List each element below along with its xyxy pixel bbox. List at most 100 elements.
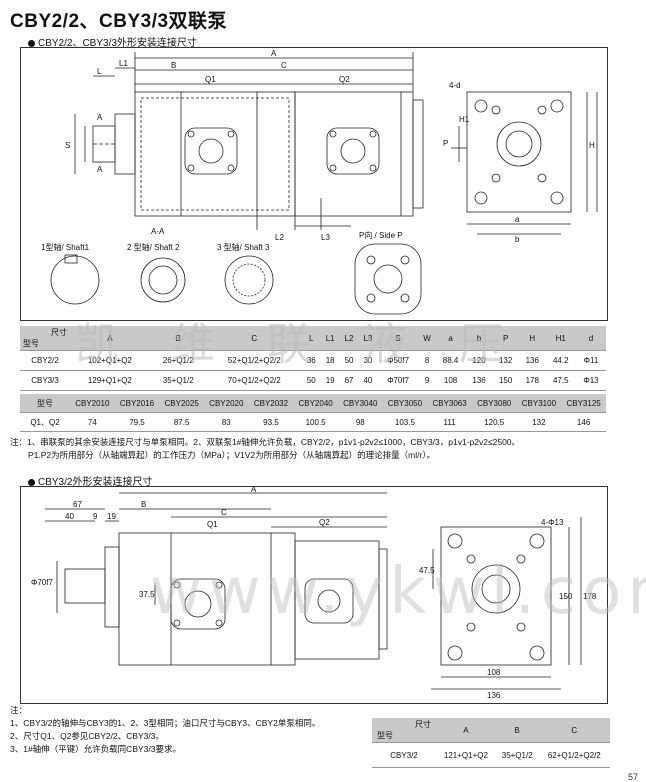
table-cell: 146 — [561, 412, 606, 432]
note-line: 注：1、串联泵的其余安装连接尺寸与单泵相同。2、双联泵1#轴伸允许负载，CBY2… — [10, 437, 521, 447]
table-header: CBY2020 — [203, 394, 249, 413]
dim2-67: 67 — [73, 500, 82, 509]
table-cell: 70+Q1/2+Q2/2 — [206, 370, 302, 391]
table-cell: 87.5 — [159, 412, 204, 432]
table-header: 型号 — [20, 394, 70, 413]
dim2-40: 40 — [65, 512, 74, 521]
displacement-table: 型号 CBY2010 CBY2016 CBY2025 CBY2020 CBY20… — [20, 394, 606, 432]
table-cell: 120.5 — [471, 412, 517, 432]
page-number: 57 — [627, 772, 638, 782]
table-header: L — [301, 326, 321, 351]
table-cell: 52+Q1/2+Q2/2 — [206, 350, 302, 371]
table-cell: 111 — [427, 412, 472, 432]
dim2-4phi13: 4-Φ13 — [541, 518, 564, 527]
dimension-table-cby32: 尺寸型号 A B C CBY3/2 121+Q1+Q2 35+Q1/2 62+Q… — [372, 718, 610, 768]
dim-Q2: Q2 — [339, 75, 350, 84]
table-row: CBY2/2 102+Q1+Q2 26+Q1/2 52+Q1/2+Q2/2 36… — [20, 350, 606, 371]
drawing-1-svg: A B C Q1 Q2 L L1 L2 L3 S A A 4-d P H1 H … — [41, 49, 598, 315]
table-header: W — [418, 326, 436, 351]
table-header: H — [518, 326, 546, 351]
table-header: S — [377, 326, 419, 351]
table-header: CBY3063 — [427, 394, 472, 413]
table-cell: Φ50f7 — [377, 350, 419, 371]
watermark-text: 凯维联液压 — [75, 319, 555, 370]
dim2-19: 19 — [107, 512, 116, 521]
dim-a: a — [515, 215, 520, 224]
table-cell: 47.5 — [545, 370, 576, 391]
table-header: b — [465, 326, 493, 351]
table-cell: 40 — [358, 370, 378, 391]
table-header: L3 — [358, 326, 378, 351]
table-cell: 136 — [518, 350, 546, 371]
dim2-A: A — [251, 487, 257, 494]
table-cell: 35+Q1/2 — [149, 370, 207, 391]
dim-B: B — [171, 61, 176, 70]
table-cell: 102+Q1+Q2 — [70, 350, 150, 371]
table-cell: 9 — [418, 370, 436, 391]
table-cell: 36 — [301, 350, 321, 371]
dim2-108: 108 — [487, 668, 501, 677]
table-header: C — [538, 718, 610, 743]
table-cell: 26+Q1/2 — [149, 350, 207, 371]
table-cell: 67 — [339, 370, 359, 391]
table-header: CBY3125 — [561, 394, 606, 413]
table-cell: 178 — [518, 370, 546, 391]
label-shaft3: 3 型轴/ Shaft 3 — [217, 242, 270, 252]
dim-H: H — [589, 141, 595, 150]
table-row: Q1、Q2 74 79.5 87.5 83 93.5 100.5 98 103.… — [20, 412, 606, 432]
table-header: CBY3050 — [382, 394, 428, 413]
dim-A: A — [271, 49, 277, 58]
table-header: CBY3100 — [516, 394, 562, 413]
dim-AA-top: A — [97, 113, 103, 122]
table-cell: Q1、Q2 — [20, 412, 70, 432]
notes-2: 注： 1、CBY3/2的轴伸与CBY3的1、2、3型相同；油口尺寸与CBY3、C… — [10, 704, 360, 756]
dimension-table-1: 尺寸型号 A B C L L1 L2 L3 S W a b P H H1 d C… — [20, 326, 606, 391]
dim2-C: C — [221, 508, 227, 517]
table-cell: 8 — [418, 350, 436, 371]
table-header: CBY3080 — [471, 394, 517, 413]
table-cell: 35+Q1/2 — [495, 742, 539, 768]
table-cell: 98 — [337, 412, 383, 432]
section-heading-1: CBY2/2、CBY3/3外形安装连接尺寸 — [28, 34, 197, 49]
table-cell: 30 — [358, 350, 378, 371]
table-header: A — [70, 326, 150, 351]
table-header: CBY2025 — [159, 394, 204, 413]
dim2-Q2: Q2 — [319, 518, 330, 527]
table-cell: 103.5 — [382, 412, 428, 432]
table-header: P — [492, 326, 519, 351]
dim-b: b — [515, 235, 520, 244]
table-header: L2 — [339, 326, 359, 351]
table-cell: 44.2 — [545, 350, 576, 371]
dim2-9: 9 — [93, 512, 98, 521]
table-header: CBY3040 — [337, 394, 383, 413]
table-header: CBY2032 — [248, 394, 294, 413]
table-cell: 62+Q1/2+Q2/2 — [538, 742, 610, 768]
table-row: CBY3/2 121+Q1+Q2 35+Q1/2 62+Q1/2+Q2/2 — [372, 742, 610, 768]
label-shaft2: 2 型轴/ Shaft 2 — [127, 242, 180, 252]
dim-L: L — [97, 67, 102, 76]
table-cell: 108 — [435, 370, 466, 391]
table-header: A — [436, 718, 496, 743]
table-header: L1 — [320, 326, 340, 351]
table-cell: 19 — [320, 370, 340, 391]
table-header: B — [495, 718, 539, 743]
table-cell: 121+Q1+Q2 — [436, 742, 496, 768]
dim-S: S — [65, 141, 70, 150]
table-cell: 132 — [516, 412, 562, 432]
table-header: a — [435, 326, 466, 351]
table-cell: 79.5 — [114, 412, 160, 432]
table-header: d — [575, 326, 606, 351]
table-corner-cell: 尺寸型号 — [372, 718, 436, 743]
table-header: C — [206, 326, 302, 351]
dim-4d: 4-d — [449, 81, 461, 90]
drawing-2-svg: A B C 67 40 9 19 Q1 Q2 Φ70f7 37.5 4-Φ13 … — [31, 485, 597, 700]
dim2-37-5: 37.5 — [139, 590, 155, 599]
table-cell: 132 — [492, 350, 519, 371]
table-cell: CBY3/2 — [372, 742, 436, 768]
watermark-url: www.ykwl.com — [150, 555, 646, 629]
table-header: CBY2016 — [114, 394, 160, 413]
label-shaft1: 1型轴/ Shaft1 — [41, 242, 90, 252]
dim-L3: L3 — [321, 233, 330, 242]
table-cell: 50 — [301, 370, 321, 391]
drawing-cby22-cby33: A B C Q1 Q2 L L1 L2 L3 S A A 4-d P H1 H … — [20, 47, 608, 321]
